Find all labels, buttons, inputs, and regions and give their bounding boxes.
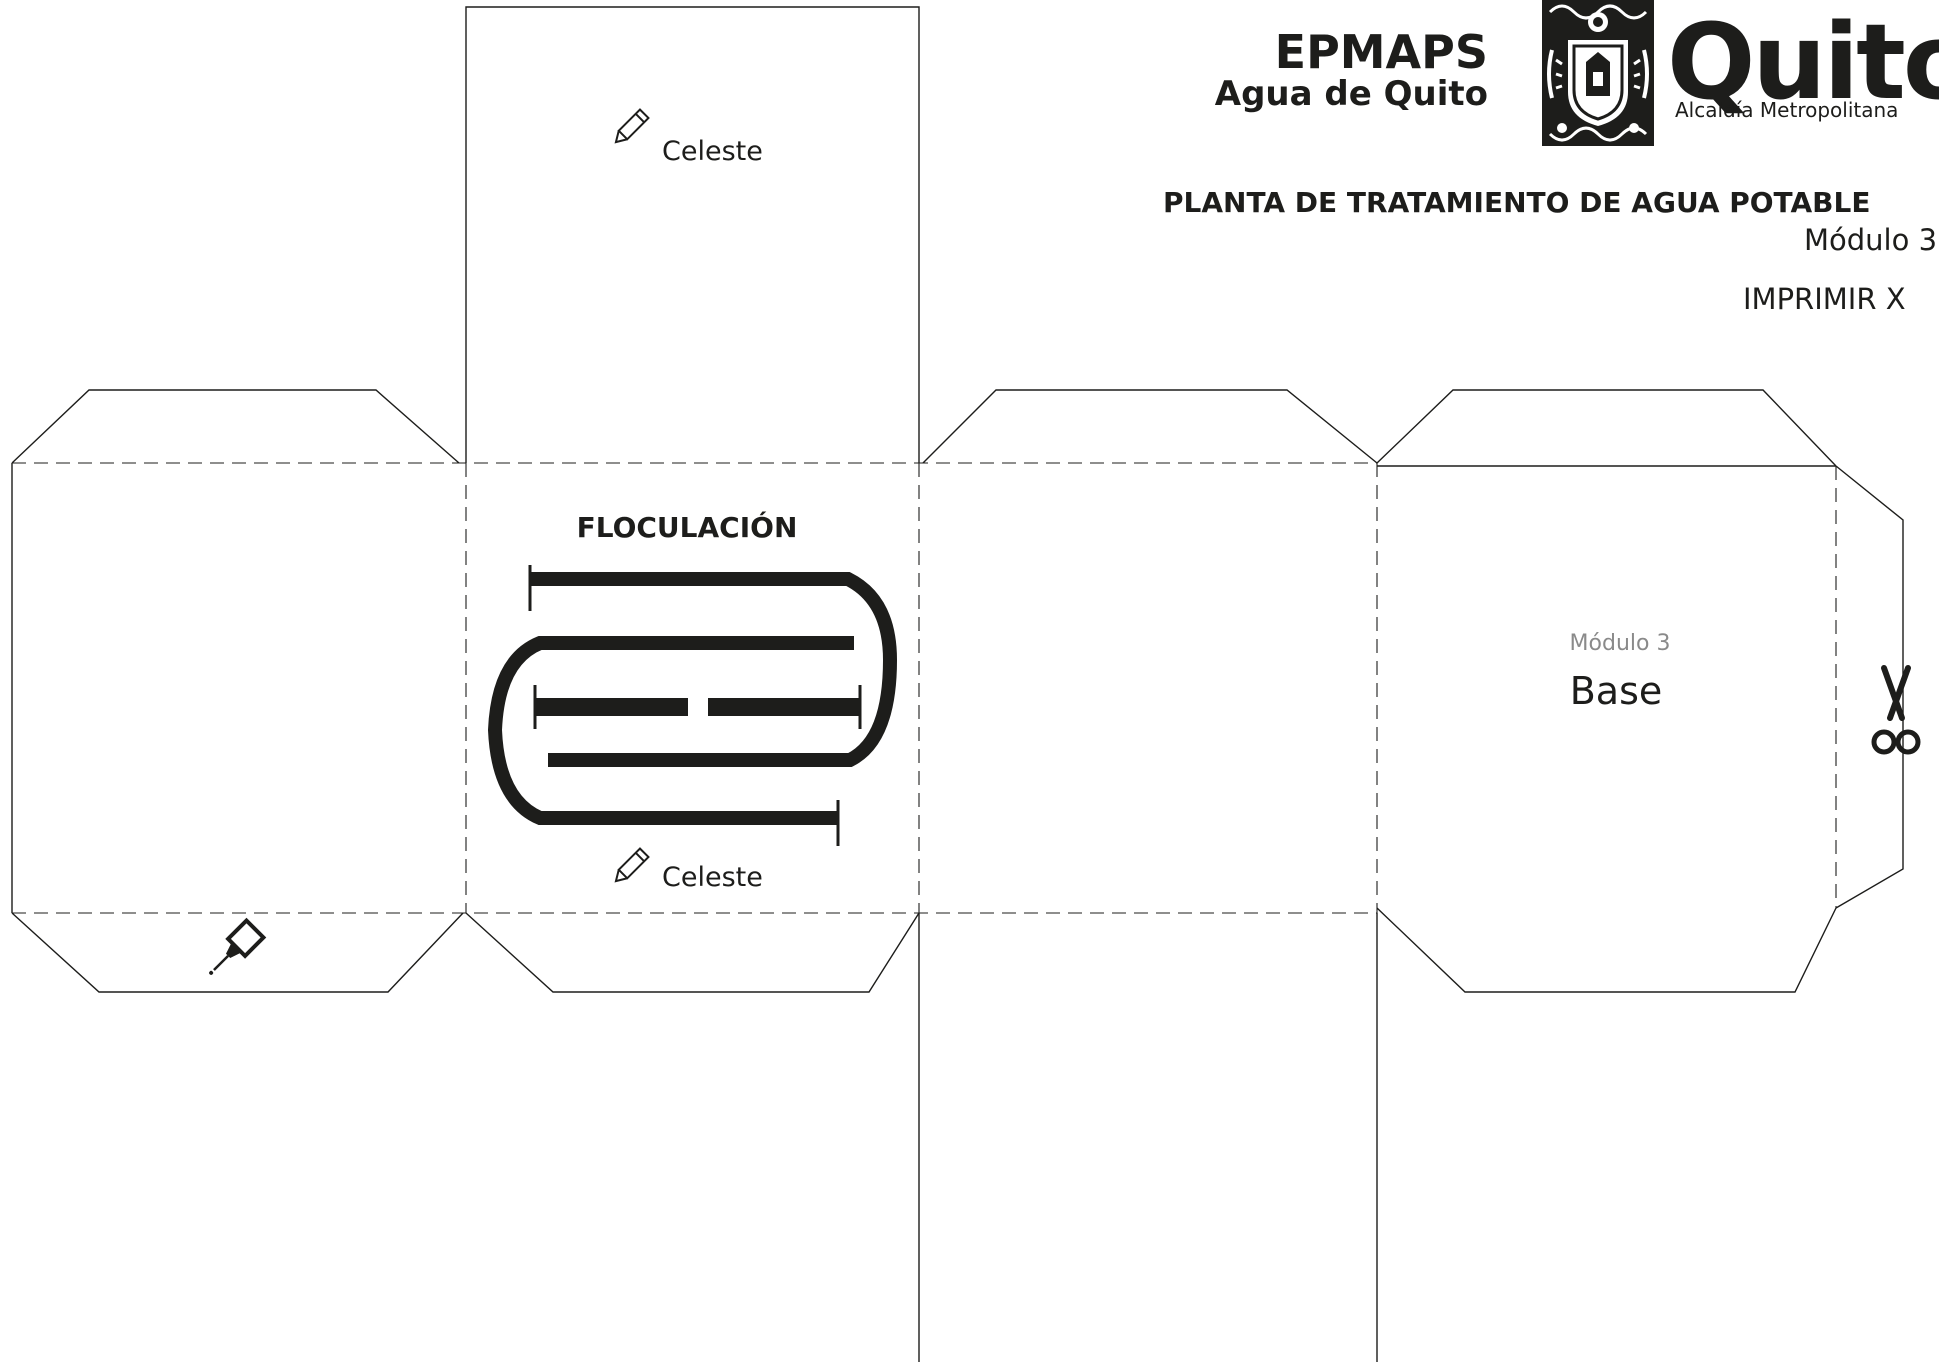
quito-logo: Quito Alcaldía Metropolitana [1667, 1, 1939, 123]
header: EPMAPS Agua de Quito Quito Alcaldía Metr… [1163, 0, 1939, 316]
cut-lines [11, 6, 1904, 1362]
module-label: Módulo 3 [1804, 223, 1937, 257]
fold-lines [12, 462, 1837, 914]
pencil-icon [614, 108, 650, 144]
front-title: FLOCULACIÓN [577, 510, 798, 544]
front-color-text: Celeste [662, 862, 763, 893]
scissors-icon [1871, 665, 1921, 755]
city-logo-subtitle: Alcaldía Metropolitana [1675, 98, 1898, 122]
pencil-icon [614, 847, 650, 883]
front-panel: FLOCULACIÓN Celeste [487, 510, 898, 893]
org-name: EPMAPS [1275, 25, 1488, 79]
top-flap-color-label: Celeste [614, 108, 763, 167]
org-subtitle: Agua de Quito [1215, 74, 1488, 114]
coat-of-arms-icon [1542, 0, 1654, 146]
top-flap-color-text: Celeste [662, 136, 763, 167]
print-instruction: IMPRIMIR X [1743, 282, 1906, 316]
flocculation-baffle-diagram [487, 565, 898, 846]
glue-bottle-icon [209, 917, 267, 975]
base-module-text: Módulo 3 [1570, 631, 1671, 656]
document-title: PLANTA DE TRATAMIENTO DE AGUA POTABLE [1163, 186, 1870, 219]
base-panel: Módulo 3 Base [1570, 631, 1671, 713]
city-logo-text: Quito [1667, 1, 1939, 123]
base-label-text: Base [1570, 669, 1663, 713]
